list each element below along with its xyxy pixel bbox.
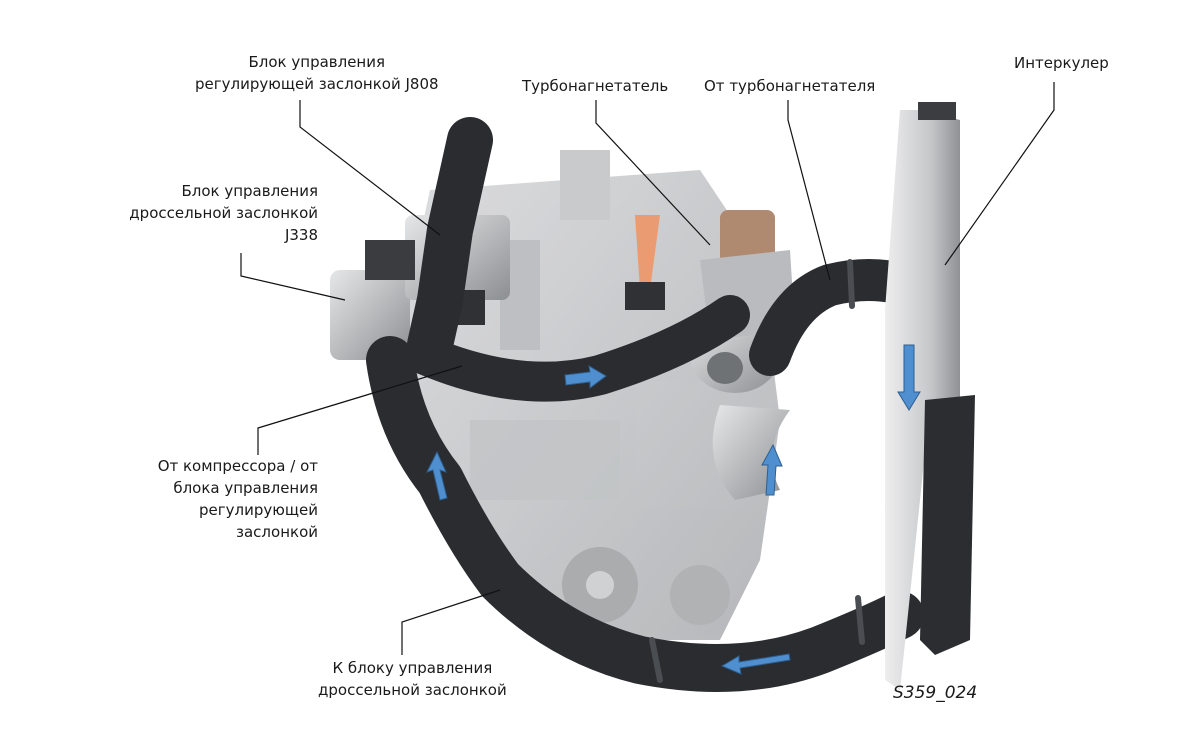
- label-j338-unit: Блок управления дроссельной заслонкой J3…: [129, 180, 318, 246]
- label-from-compressor: От компрессора / от блока управления рег…: [158, 455, 318, 543]
- label-j808-line1: Блок управления: [248, 53, 386, 71]
- leader-intercooler: [944, 82, 1055, 266]
- label-j338-line2: дроссельной заслонкой: [129, 204, 318, 222]
- leader-turbo: [595, 100, 711, 246]
- leader-j808: [299, 100, 441, 236]
- flow-arrow-intercooler: [897, 344, 921, 411]
- label-from-compressor-line1: От компрессора / от: [157, 457, 318, 475]
- flow-arrow-left: [426, 450, 448, 501]
- intercooler: [885, 102, 975, 690]
- label-from-turbocharger: От турбонагнетателя: [704, 75, 875, 97]
- leader-from-turbo: [787, 100, 831, 281]
- label-turbocharger: Турбонагнетатель: [522, 75, 668, 97]
- label-from-compressor-line2: блока управления: [173, 479, 318, 497]
- flow-arrow-bottom: [720, 653, 791, 675]
- label-j338-line1: Блок управления: [181, 182, 318, 200]
- label-from-compressor-line3: регулирующей: [199, 501, 318, 519]
- label-intercooler: Интеркулер: [1014, 52, 1109, 74]
- leader-lines: [240, 82, 1055, 655]
- leader-to-throttle: [401, 589, 501, 655]
- label-from-turbo-text: От турбонагнетателя: [704, 77, 876, 95]
- label-to-throttle-line2: дроссельной заслонкой: [318, 681, 507, 699]
- flow-arrow-turbo: [761, 443, 783, 496]
- label-j808-unit: Блок управления регулирующей заслонкой J…: [195, 51, 439, 95]
- figure-id: S359_024: [893, 683, 978, 703]
- label-to-throttle-line1: К блоку управления: [332, 659, 493, 677]
- leader-j338: [240, 253, 346, 301]
- label-from-compressor-line4: заслонкой: [236, 523, 318, 541]
- flow-arrow-upper: [564, 365, 607, 389]
- label-intercooler-text: Интеркулер: [1014, 54, 1109, 72]
- label-j338-line3: J338: [284, 226, 318, 244]
- label-turbo-text: Турбонагнетатель: [522, 77, 669, 95]
- leader-from-compressor: [257, 365, 463, 455]
- label-j808-line2: регулирующей заслонкой J808: [195, 75, 439, 93]
- label-to-throttle-unit: К блоку управления дроссельной заслонкой: [318, 657, 507, 701]
- flow-arrows: [426, 344, 921, 675]
